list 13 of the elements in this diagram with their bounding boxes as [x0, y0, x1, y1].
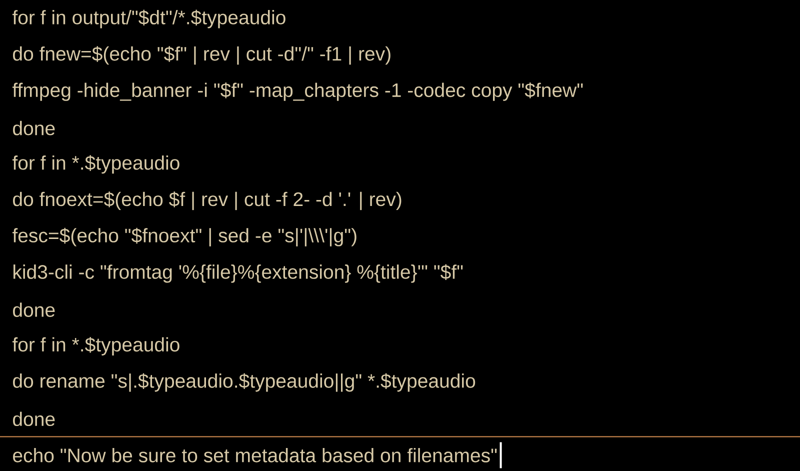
code-line: done: [13, 302, 55, 317]
code-line: for f in *.$typeaudio: [12, 336, 180, 356]
code-line: do fnoext=$(echo $f | rev | cut -f 2- -d '.' | rev): [13, 192, 402, 210]
code-line: done: [13, 412, 55, 426]
code-line: do rename "s|.$typeaudio.$typeaudio||g" *.$typeaudio: [13, 373, 476, 392]
code-line: for f in *.$typeaudio: [12, 155, 180, 174]
code-line: do fnew=$(echo "$f" | rev | cut -d"/" -f1 | rev): [13, 46, 390, 65]
code-line: for f in output/"$dt"/*.$typeaudio: [12, 10, 286, 28]
code-line: fesc=$(echo "$fnoext" | sed -e "s|'|\\\'|g"): [12, 228, 356, 246]
code-line: ffmpeg -hide_banner -i "$f" -map_chapters -1 -codec copy "$fnew": [12, 82, 583, 101]
code-line: echo "Now be sure to set metadata based on filenames": [13, 448, 497, 462]
code-line: kid3-cli -c "fromtag '%{file}%{extension} %{title}'" "$f": [14, 264, 463, 283]
code-line: done: [13, 120, 55, 136]
